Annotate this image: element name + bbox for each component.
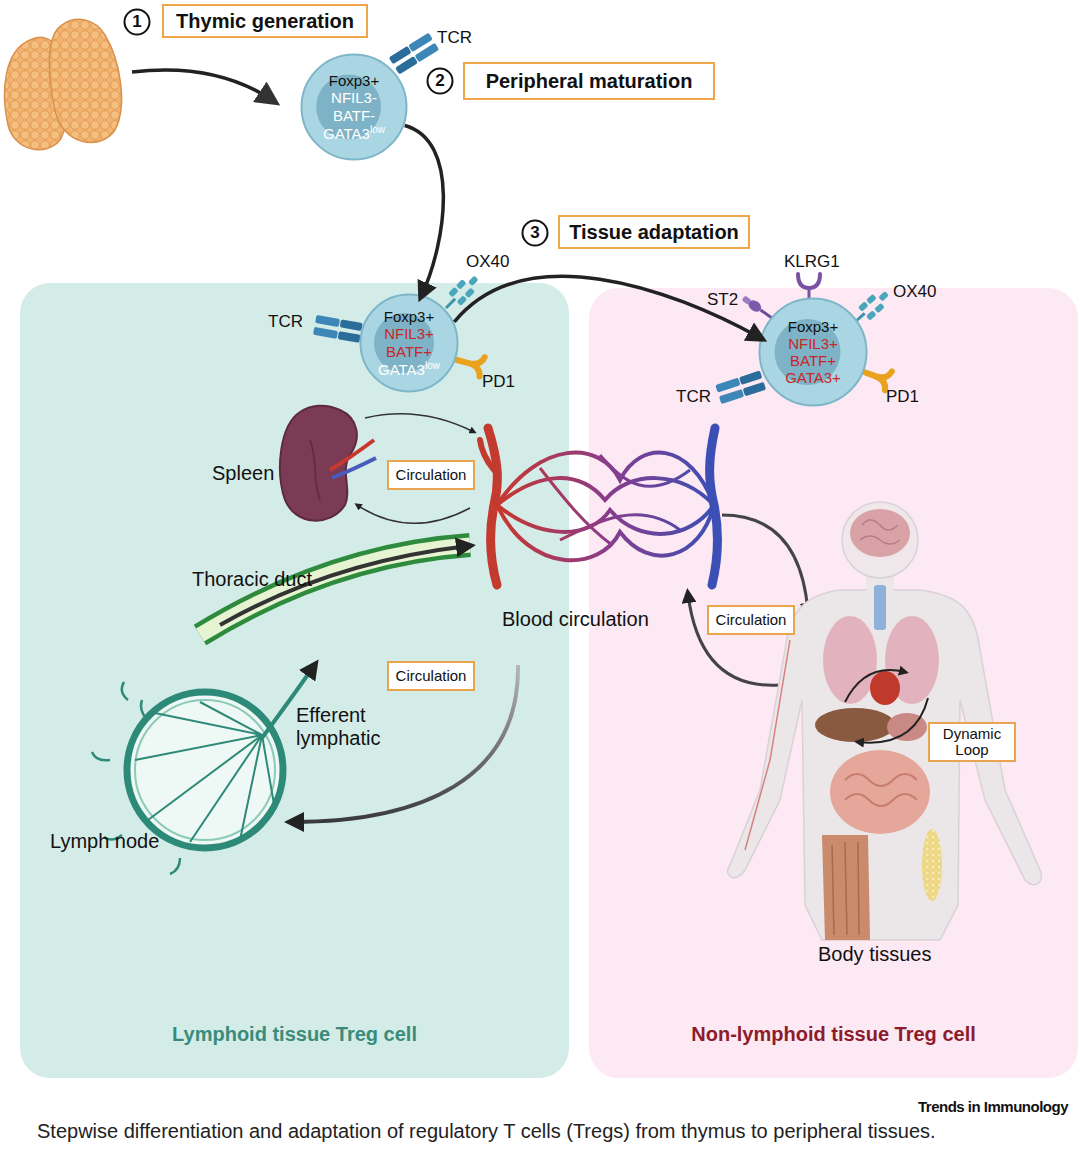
callout-number: 2: [435, 71, 444, 91]
marker-line: GATA3low: [378, 360, 440, 378]
circulation-box: Circulation: [387, 661, 475, 691]
organ-label: Efferent lymphatic: [296, 704, 406, 750]
transcription-marker: GATA3: [378, 361, 425, 378]
callout-circle: 2: [426, 67, 454, 95]
transcription-marker: BATF+: [790, 352, 836, 369]
cell-membrane: [760, 299, 867, 406]
step-title: Thymic generation: [176, 10, 354, 33]
transcription-marker: Foxp3+: [384, 308, 434, 325]
marker-line: GATA3low: [323, 124, 385, 142]
panel-heading: Non-lymphoid tissue Treg cell: [589, 1023, 1078, 1046]
receptor-label: KLRG1: [784, 252, 840, 272]
treg-cell: Foxp3+NFIL3+BATF+GATA3+: [758, 297, 868, 407]
step-box: Tissue adaptation: [558, 215, 750, 249]
step-box: Thymic generation: [162, 4, 368, 38]
callout-number: 1: [132, 12, 141, 32]
treg-cell: Foxp3+NFIL3-BATF-GATA3low: [300, 53, 408, 161]
marker-line: NFIL3+: [378, 325, 440, 342]
receptor-symbols: [389, 33, 439, 75]
receptor-label: PD1: [482, 372, 515, 392]
flow-arrow: [405, 125, 444, 294]
transcription-marker: NFIL3+: [384, 325, 434, 342]
step-box: Peripheral maturation: [463, 62, 715, 100]
circulation-label: Circulation: [716, 612, 787, 629]
transcription-marker: BATF-: [333, 107, 375, 124]
circulation-box: Dynamic Loop: [928, 722, 1016, 762]
receptor-label: ST2: [707, 290, 738, 310]
step-title: Tissue adaptation: [569, 221, 739, 244]
receptor-label: PD1: [886, 387, 919, 407]
transcription-marker: low: [370, 124, 385, 135]
callout-outline: [523, 221, 548, 246]
circulation-label: Circulation: [396, 668, 467, 685]
circulation-label: Dynamic Loop: [934, 726, 1010, 759]
cell-membrane: [302, 55, 407, 160]
organ-label: Blood circulation: [502, 608, 649, 631]
marker-line: Foxp3+: [785, 318, 841, 335]
marker-line: GATA3+: [785, 369, 841, 386]
organ-label: Thoracic duct: [192, 568, 312, 591]
journal-watermark: Trends in Immunology: [918, 1098, 1068, 1115]
circulation-box: Circulation: [707, 605, 795, 635]
transcription-marker: Foxp3+: [329, 72, 379, 89]
marker-line: BATF+: [785, 352, 841, 369]
marker-line: BATF+: [378, 343, 440, 360]
marker-line: Foxp3+: [323, 72, 385, 89]
marker-line: Foxp3+: [378, 308, 440, 325]
transcription-marker: GATA3: [323, 125, 370, 142]
organ-label: Lymph node: [50, 830, 159, 853]
thymus-illustration: [4, 37, 67, 149]
callout-outline: [428, 69, 453, 94]
transcription-marker: BATF+: [386, 343, 432, 360]
receptor-label: TCR: [268, 312, 303, 332]
tissue-panel: Lymphoid tissue Treg cell Foxp3+NFIL3+BAT…: [20, 283, 569, 1078]
panel-heading: Lymphoid tissue Treg cell: [20, 1023, 569, 1046]
callout-number: 3: [530, 223, 539, 243]
cell-markers: Foxp3+NFIL3-BATF-GATA3low: [323, 72, 385, 142]
transcription-marker: NFIL3+: [788, 335, 838, 352]
circulation-label: Circulation: [396, 467, 467, 484]
receptor-label: TCR: [437, 28, 472, 48]
marker-line: BATF-: [323, 107, 385, 124]
transcription-marker: Foxp3+: [788, 318, 838, 335]
step-title: Peripheral maturation: [486, 70, 693, 93]
treg-cell: Foxp3+NFIL3+BATF+GATA3low: [359, 293, 459, 393]
marker-line: NFIL3+: [785, 335, 841, 352]
receptor-label: OX40: [893, 282, 936, 302]
thymus-illustration: [4, 19, 121, 149]
thymus-illustration: [49, 19, 121, 142]
marker-line: NFIL3-: [323, 89, 385, 106]
receptor-label: TCR: [676, 387, 711, 407]
transcription-marker: low: [425, 360, 440, 371]
callout-circle: 3: [521, 219, 549, 247]
callout-outline: [125, 10, 150, 35]
thymus-arrow: [132, 70, 272, 100]
cell-markers: Foxp3+NFIL3+BATF+GATA3+: [785, 318, 841, 387]
organ-label: Body tissues: [818, 943, 931, 966]
callout-circle: 1: [123, 8, 151, 36]
transcription-marker: NFIL3-: [331, 89, 377, 106]
transcription-marker: GATA3+: [785, 369, 841, 386]
organ-label: Spleen: [212, 462, 274, 485]
cell-membrane: [361, 295, 458, 392]
figure-caption: Stepwise differentiation and adaptation …: [37, 1120, 936, 1143]
receptor-label: OX40: [466, 252, 509, 272]
circulation-box: Circulation: [387, 460, 475, 490]
cell-markers: Foxp3+NFIL3+BATF+GATA3low: [378, 308, 440, 378]
